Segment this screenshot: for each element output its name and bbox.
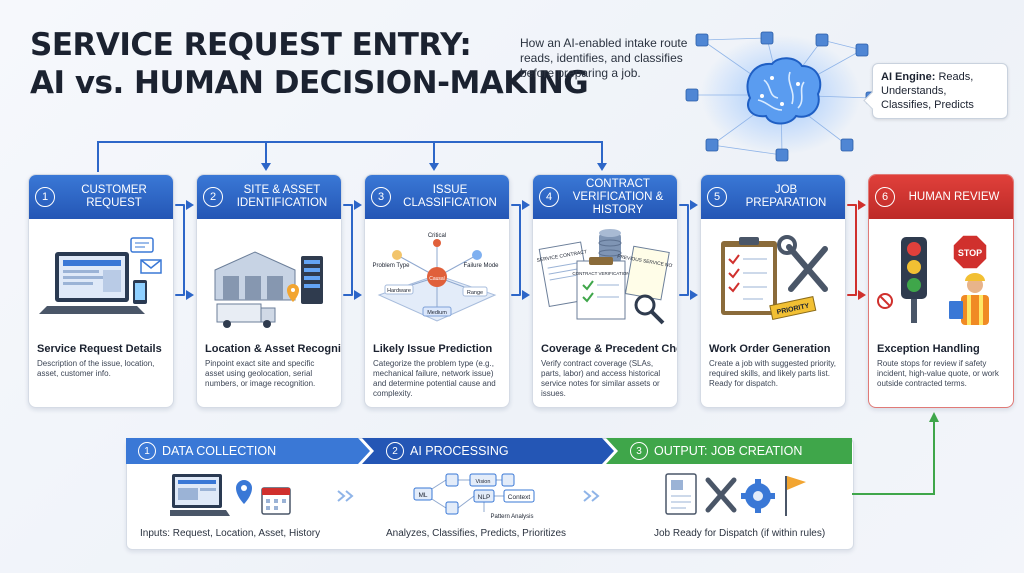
step-title: ISSUE CLASSIFICATION	[403, 184, 497, 209]
step-header: 3 ISSUE CLASSIFICATION	[365, 175, 509, 219]
node-vision: Vision	[476, 479, 491, 485]
tag-failure-mode: Failure Mode	[463, 263, 499, 269]
step-description: Verify contract coverage (SLAs, parts, l…	[541, 359, 661, 398]
step-card-human-review[interactable]: 6 HUMAN REVIEW STOP Exception Handling R…	[868, 174, 1014, 408]
step-title: CUSTOMER REQUEST	[81, 184, 147, 209]
step-card-job-preparation[interactable]: 5 JOB PREPARATION PRIORITY Work Order Ge…	[700, 174, 846, 408]
step-description: Pinpoint exact site and specific asset u…	[205, 359, 316, 388]
step-description: Route stops for review if safety inciden…	[877, 359, 999, 388]
step-number: 4	[539, 187, 559, 207]
laptop-request-illustration	[29, 219, 173, 341]
contract-documents-illustration: SERVICE CONTRACT CONTRACT VERIFICATION P…	[533, 219, 677, 341]
top-connector-lines	[97, 141, 607, 172]
job-output-icons	[665, 473, 806, 516]
phase-number: 2	[386, 442, 404, 460]
ai-engine-label: AI Engine:	[881, 71, 936, 83]
warehouse-icon	[214, 251, 323, 328]
human-review-illustration: STOP	[869, 219, 1013, 341]
ai-processing-network-icon: ML Vision NLP Context Pattern Analysis	[413, 473, 535, 520]
step-number: 5	[707, 187, 727, 207]
tag-critical: Critical	[428, 233, 446, 239]
clipboard-tools-icon: PRIORITY	[721, 235, 828, 321]
phase-output-job-creation[interactable]: 3 OUTPUT: JOB CREATION	[620, 438, 850, 464]
contract-docs-icon: SERVICE CONTRACT CONTRACT VERIFICATION P…	[537, 229, 673, 325]
step-description: Description of the issue, location, asse…	[37, 359, 155, 378]
step-header: 4 CONTRACT VERIFICATION & HISTORY	[533, 175, 677, 219]
card-connector-arrows	[175, 200, 866, 300]
phase-caption: Job Ready for Dispatch (if within rules)	[654, 528, 826, 539]
phase-band-shapes	[126, 438, 852, 464]
phase-title: AI PROCESSING	[410, 444, 509, 458]
node-context: Context	[508, 494, 531, 501]
tag-problem-type: Problem Type	[373, 263, 411, 269]
traffic-light-stop-icon: STOP	[877, 234, 989, 325]
chevron-right-icon	[337, 490, 354, 502]
ai-engine-text: Reads, Understands, Classifies, Predicts	[881, 71, 974, 111]
phase-number: 3	[630, 442, 648, 460]
chevron-right-icon	[583, 490, 600, 502]
phase-ai-processing[interactable]: 2 AI PROCESSING	[376, 438, 606, 464]
step-number: 6	[875, 187, 895, 207]
step-subtitle: Coverage & Precedent Check	[541, 343, 677, 355]
issue-classification-illustration: Critical Problem Type Failure Mode Causa…	[365, 219, 509, 341]
step-description: Categorize the problem type (e.g., mecha…	[373, 359, 496, 398]
node-nlp: NLP	[478, 494, 491, 501]
step-title: HUMAN REVIEW	[908, 190, 1000, 203]
step-card-customer-request[interactable]: 1 CUSTOMER REQUEST Service Request Detai…	[28, 174, 174, 408]
step-card-issue-classification[interactable]: 3 ISSUE CLASSIFICATION Critical Problem …	[364, 174, 510, 408]
phase-title: DATA COLLECTION	[162, 444, 277, 458]
step-number: 2	[203, 187, 223, 207]
step-subtitle: Work Order Generation	[709, 343, 831, 355]
node-ml: ML	[418, 492, 427, 499]
page-subtitle: How an AI-enabled intake route reads, id…	[520, 36, 688, 80]
page-title: SERVICE REQUEST ENTRY: AI vs. HUMAN DECI…	[30, 26, 589, 102]
brain-network-icon	[685, 31, 879, 162]
phase-caption: Analyzes, Classifies, Predicts, Prioriti…	[386, 528, 567, 539]
step-subtitle: Location & Asset Recognition	[205, 343, 341, 355]
tag-causal: Causal	[429, 276, 445, 282]
step-header: 5 JOB PREPARATION	[701, 175, 845, 219]
node-pattern-analysis: Pattern Analysis	[490, 514, 533, 520]
tag-stop: STOP	[958, 248, 982, 258]
step-card-site-asset[interactable]: 2 SITE & ASSET IDENTIFICATION Location &…	[196, 174, 342, 408]
tag-hardware: Hardware	[387, 288, 411, 294]
step-title: JOB PREPARATION	[745, 184, 827, 209]
tag-medium: Medium	[427, 310, 447, 316]
phase-data-collection[interactable]: 1 DATA COLLECTION	[128, 438, 358, 464]
site-asset-illustration	[197, 219, 341, 341]
step-subtitle: Service Request Details	[37, 343, 162, 355]
phase-caption: Inputs: Request, Location, Asset, Histor…	[140, 528, 321, 539]
output-to-review-arrow	[852, 412, 939, 495]
tag-contract-verification: CONTRACT VERIFICATION	[572, 271, 629, 276]
step-header: 2 SITE & ASSET IDENTIFICATION	[197, 175, 341, 219]
title-line-2: AI vs. HUMAN DECISION-MAKING	[30, 65, 589, 101]
step-number: 3	[371, 187, 391, 207]
step-subtitle: Exception Handling	[877, 343, 980, 355]
step-title: SITE & ASSET IDENTIFICATION	[236, 184, 328, 209]
step-subtitle: Likely Issue Prediction	[373, 343, 493, 355]
data-collection-icons	[170, 474, 291, 516]
ai-engine-callout: AI Engine: Reads, Understands, Classifie…	[872, 63, 1008, 119]
phase-title: OUTPUT: JOB CREATION	[654, 444, 803, 458]
work-order-illustration: PRIORITY	[701, 219, 845, 341]
laptop-icon	[39, 237, 162, 314]
step-title: CONTRACT VERIFICATION & HISTORY	[572, 177, 664, 216]
step-description: Create a job with suggested priority, re…	[709, 359, 837, 388]
classification-diagram-icon: Critical Problem Type Failure Mode Causa…	[373, 233, 499, 322]
ai-brain-graphic	[672, 20, 890, 170]
step-number: 1	[35, 187, 55, 207]
phase-number: 1	[138, 442, 156, 460]
tag-range: Range	[467, 290, 483, 296]
title-line-1: SERVICE REQUEST ENTRY:	[30, 27, 472, 63]
step-header: 6 HUMAN REVIEW	[869, 175, 1013, 219]
step-card-contract-verification[interactable]: 4 CONTRACT VERIFICATION & HISTORY SERVIC…	[532, 174, 678, 408]
step-header: 1 CUSTOMER REQUEST	[29, 175, 173, 219]
